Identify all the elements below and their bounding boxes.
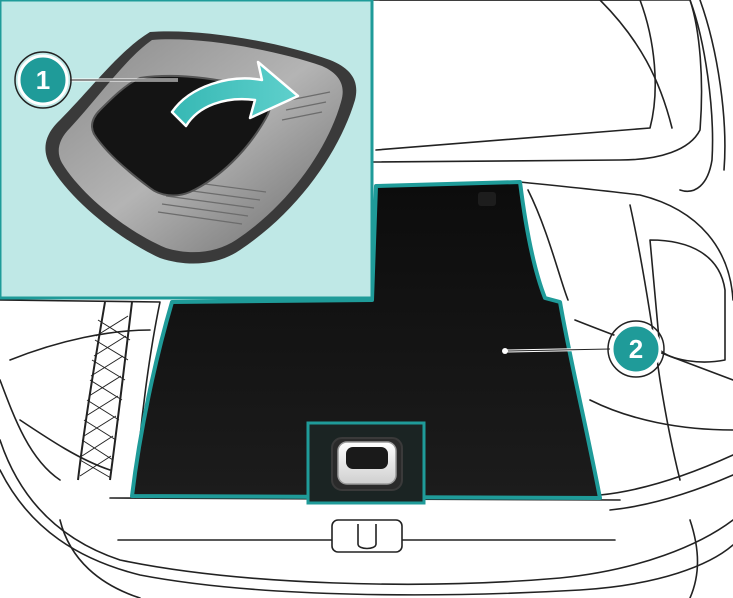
callout-2-label: 2 — [629, 334, 643, 364]
floor-cover-clip — [478, 192, 496, 206]
floor-cover-handle-recess[interactable] — [308, 423, 424, 503]
inset-detail-panel: 1 — [0, 0, 372, 298]
floor-handle-grip — [346, 447, 388, 469]
cargo-net — [78, 302, 132, 480]
callout-1-label: 1 — [36, 65, 50, 95]
trunk-latch-handle — [332, 520, 402, 552]
